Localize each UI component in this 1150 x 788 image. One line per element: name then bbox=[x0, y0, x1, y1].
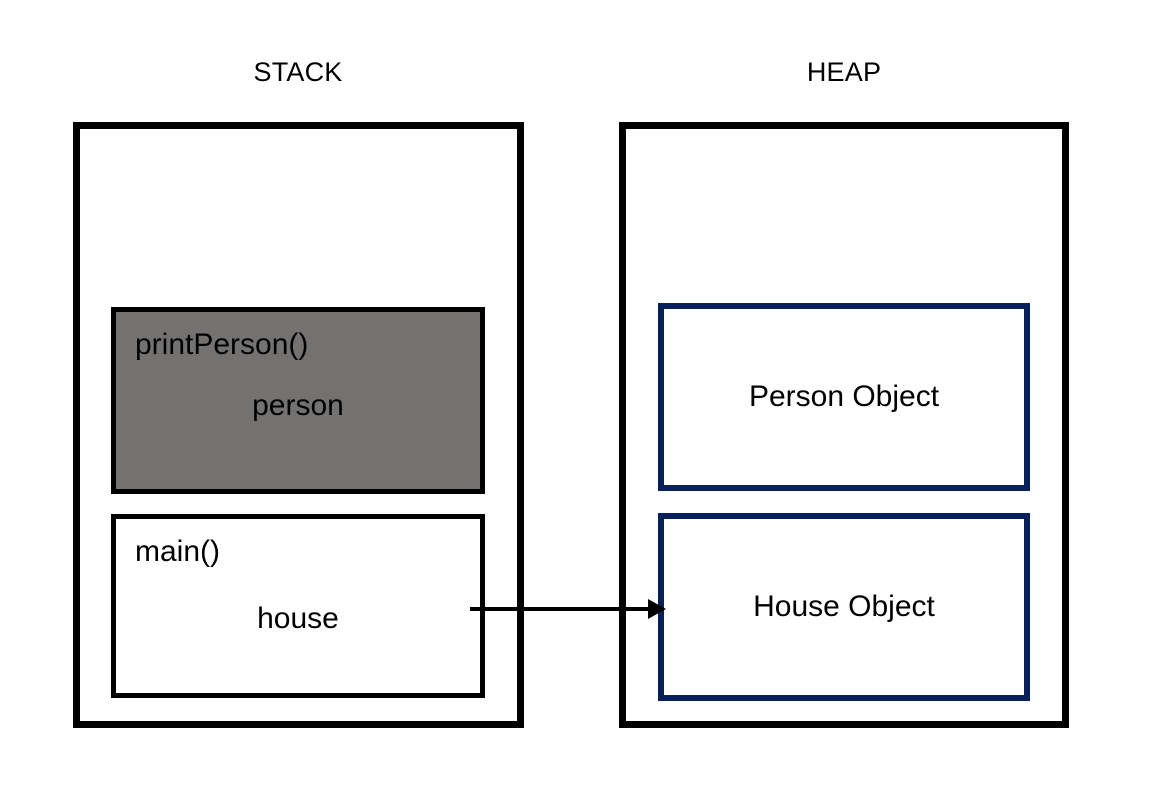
stack-frame-printperson[interactable]: printPerson() person bbox=[111, 307, 485, 494]
heap-object-person[interactable]: Person Object bbox=[658, 303, 1030, 491]
stack-region-title: STACK bbox=[253, 57, 343, 87]
stack-frame-variable-person: person bbox=[252, 389, 344, 422]
stack-frame-variable-house: house bbox=[257, 602, 339, 635]
stack-frame-name-printperson: printPerson() bbox=[135, 328, 309, 361]
stack-frame-main[interactable]: main() house bbox=[111, 514, 485, 698]
heap-object-person-label: Person Object bbox=[748, 380, 940, 413]
heap-object-house-label: House Object bbox=[753, 590, 935, 623]
stack-frame-name-main: main() bbox=[135, 535, 221, 568]
heap-region-title: HEAP bbox=[806, 57, 882, 87]
heap-object-house[interactable]: House Object bbox=[658, 513, 1030, 701]
